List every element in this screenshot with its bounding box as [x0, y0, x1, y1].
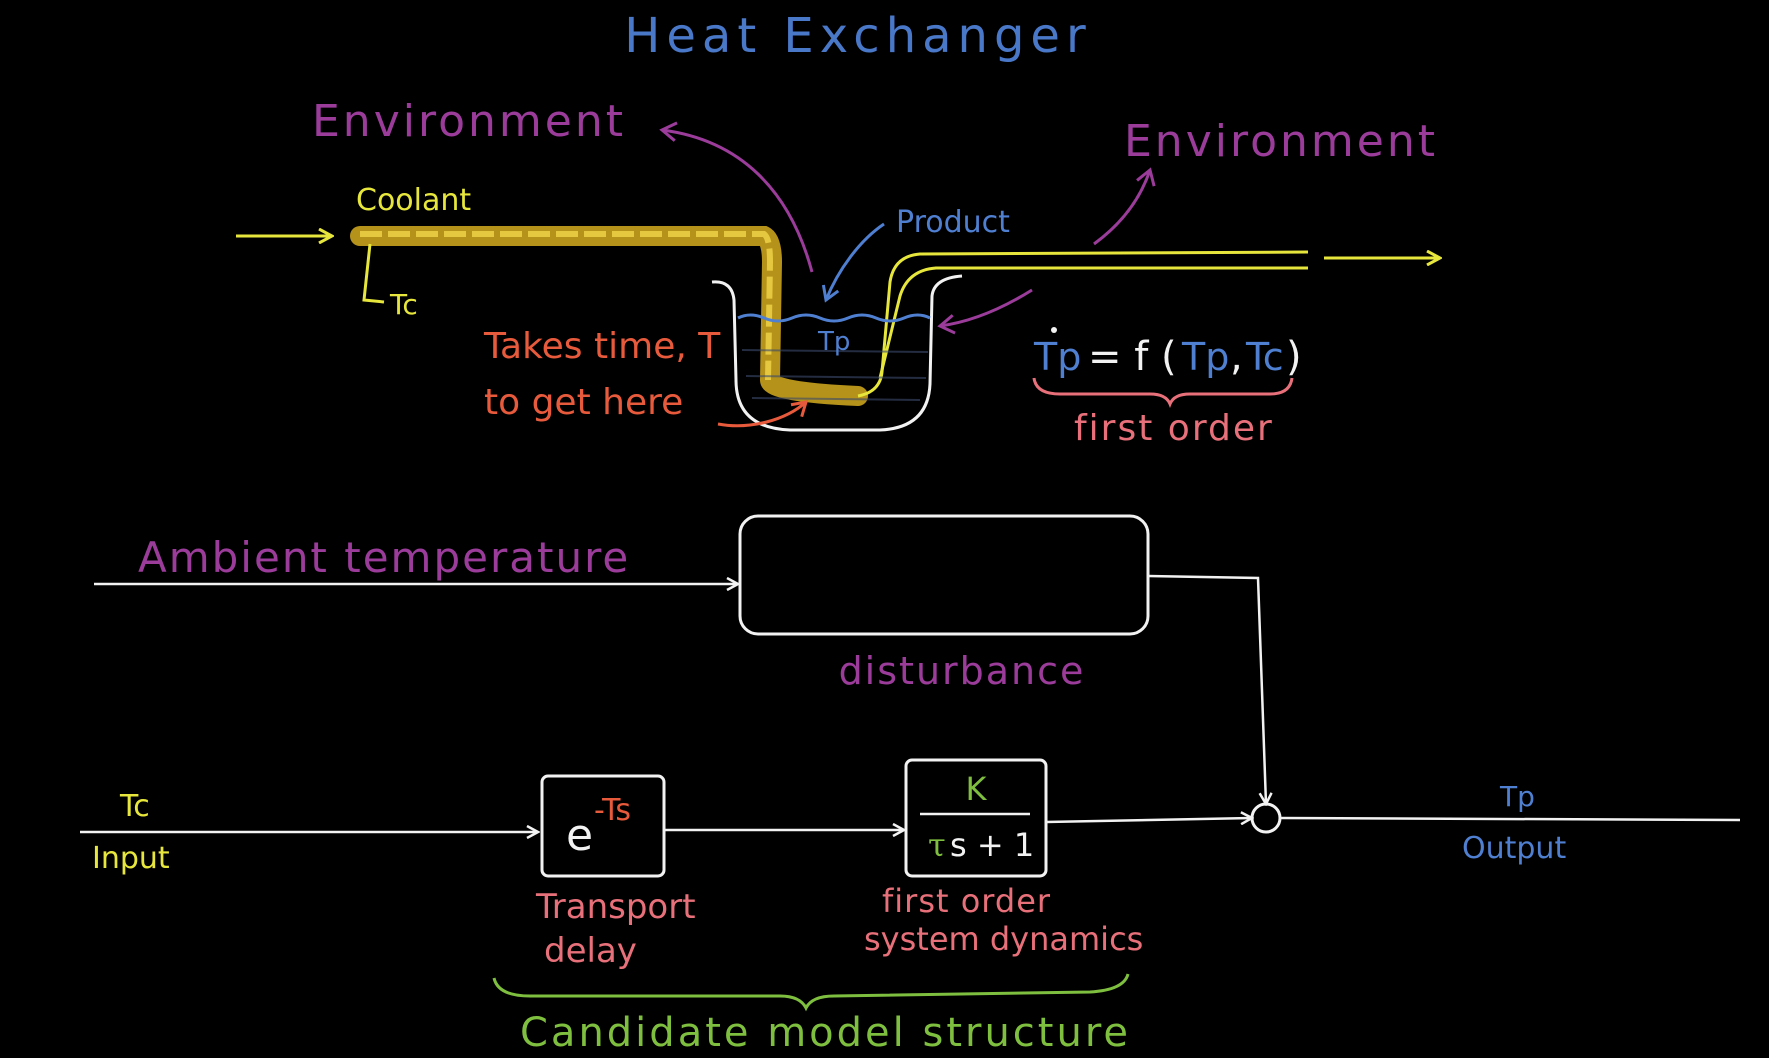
first-order-dynamics-line1: first order — [882, 882, 1051, 920]
environment-label-right: Environment — [1124, 116, 1438, 167]
page-title: Heat Exchanger — [624, 8, 1091, 64]
delay-block-exponent: -Ts — [594, 793, 631, 828]
tc-bracket — [362, 243, 385, 304]
first-order-dynamics-line2: system dynamics — [864, 920, 1143, 958]
tc-top-label: Tc — [389, 288, 418, 321]
equation-derivative-dot — [1051, 327, 1057, 333]
disturbance-label: disturbance — [839, 649, 1086, 693]
first-order-tf-block[interactable] — [904, 758, 1048, 878]
heat-to-environment-arrow-left — [659, 121, 814, 273]
equation-arg-tp: Tp — [1181, 335, 1229, 379]
product-pointer-arrow — [821, 222, 885, 303]
heat-to-environment-arrow-right — [1093, 167, 1156, 246]
coolant-label: Coolant — [356, 183, 471, 218]
equation-function: = f ( — [1088, 334, 1177, 380]
coolant-pipe-outlet-outer — [857, 250, 1309, 398]
environment-label-left: Environment — [312, 96, 626, 147]
product-liquid-lines — [741, 349, 929, 401]
tf-numerator: K — [966, 770, 988, 808]
input-label: Input — [92, 841, 170, 876]
coolant-pipe-inlet — [350, 226, 868, 406]
transport-note-line1: Takes time, T — [483, 326, 721, 367]
product-dynamics-equation: Tp = f ( Tp , Tc ) — [1033, 327, 1302, 380]
equation-lhs: Tp — [1033, 335, 1081, 379]
tp-tank-label: Tp — [817, 327, 850, 357]
disturbance-block[interactable] — [738, 514, 1150, 636]
tf-denominator: s + 1 — [950, 826, 1034, 864]
equation-comma: , — [1230, 334, 1243, 380]
environment-to-tank-arrow — [937, 288, 1033, 335]
transport-delay-block[interactable] — [540, 774, 666, 878]
transport-delay-line2: delay — [544, 931, 637, 971]
tf-to-sum-line — [1045, 818, 1252, 822]
candidate-model-label: Candidate model structure — [520, 1010, 1131, 1056]
transport-note-line2: to get here — [484, 382, 683, 423]
first-order-note: first order — [1074, 408, 1274, 449]
input-symbol: Tc — [119, 789, 150, 824]
delay-block-base: e — [566, 810, 593, 861]
candidate-brace — [492, 973, 1130, 1012]
output-signal-line — [1279, 816, 1741, 822]
product-label: Product — [896, 205, 1010, 240]
equation-close: ) — [1286, 334, 1302, 380]
coolant-pipe-inlet-core — [360, 231, 774, 381]
coolant-pipe-outlet-inner — [878, 266, 1308, 379]
equation-arg-tc: Tc — [1245, 335, 1284, 379]
first-order-brace — [1032, 377, 1294, 409]
output-symbol: Tp — [1499, 780, 1535, 813]
transport-note-arrow — [717, 400, 809, 428]
transport-delay-line1: Transport — [535, 887, 696, 927]
disturbance-output-line — [1147, 574, 1266, 804]
summing-junction[interactable] — [1250, 802, 1282, 834]
ambient-temperature-label: Ambient temperature — [138, 533, 630, 582]
product-tank — [711, 274, 963, 432]
output-label: Output — [1462, 831, 1566, 866]
tf-tau: τ — [928, 826, 946, 864]
product-surface — [737, 313, 931, 323]
